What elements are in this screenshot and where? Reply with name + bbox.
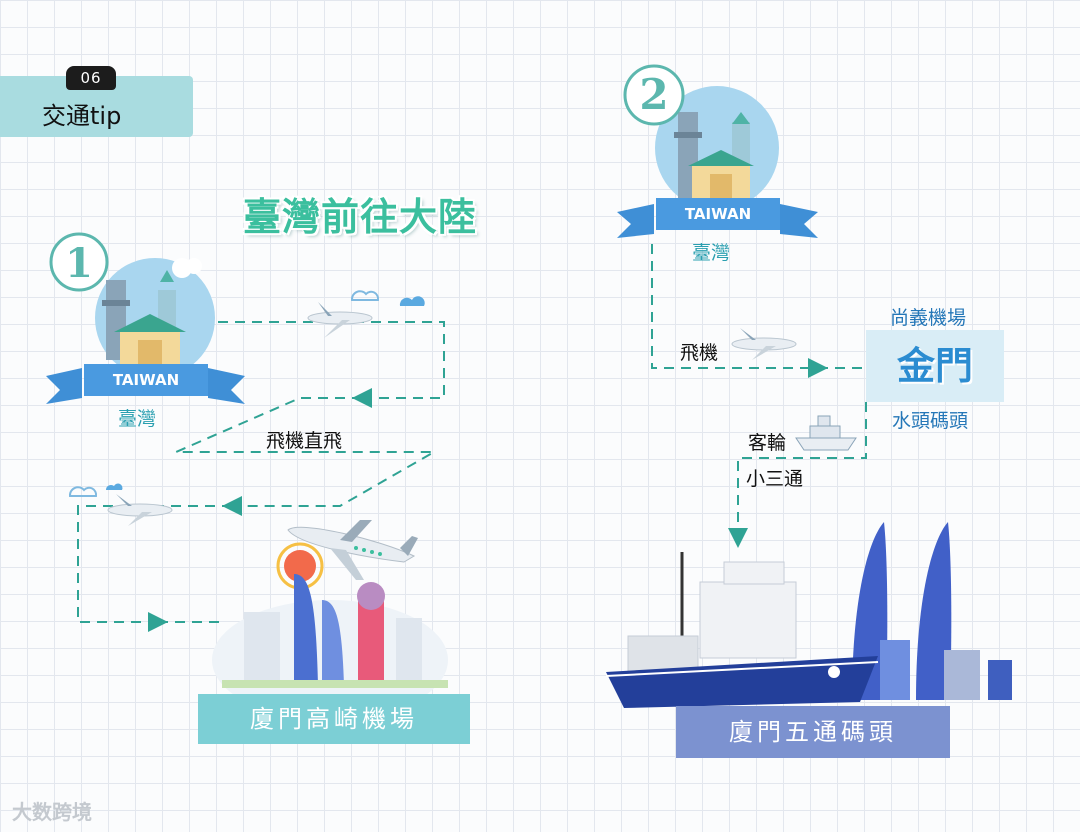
xiamen-airport-box [198,694,470,744]
shuitou-pier-label: 水頭碼頭 [892,410,969,432]
taiwan-ribbon-1 [46,364,245,404]
watermark: 大数跨境 [12,800,92,824]
taiwan-ribbon-2 [617,198,818,238]
ferry-icon [795,415,857,451]
xiamen-wutong-pier-label: 廈門五通碼頭 [729,718,897,746]
ribbon-label-2: TAIWAN [684,205,752,223]
taiwan-landmark-illustration-1 [95,258,215,378]
plane-label: 飛機 [680,342,719,364]
cloud-icon-2 [68,483,123,497]
step-2-circle [623,64,685,126]
tip-label: 交通tip [42,102,122,130]
plane-icon-3 [731,328,797,360]
xiamen-port-illustration [605,522,1012,708]
ribbon-label-1: TAIWAN [112,371,180,389]
cloud-icon-1 [350,290,425,306]
step-1-number: 1 [65,240,93,287]
xiamen-airport-illustration [212,520,448,720]
route-2-path [651,244,867,548]
plane-icon-2 [107,494,173,526]
step-1-circle [49,232,109,292]
taiwan-landmark-illustration-2 [655,86,779,210]
origin-taiwan-2: 臺灣 [692,242,731,264]
direct-flight-label: 飛機直飛 [266,430,343,452]
plane-icon-1 [307,302,373,338]
large-plane-icon [287,520,418,580]
mini-three-links-label: 小三通 [746,468,804,490]
xiamen-port-box [676,706,950,758]
origin-taiwan-1: 臺灣 [118,408,157,430]
tip-number-badge: 06 [66,66,116,90]
ferry-label: 客輪 [748,432,787,454]
xiamen-gaoqi-airport-label: 廈門高崎機場 [250,705,418,733]
shangyi-airport-label: 尚義機場 [890,307,967,329]
step-2-number: 2 [639,70,669,119]
kinmen-label: 金門 [866,330,1004,402]
page-title: 臺灣前往大陸 [243,195,478,239]
